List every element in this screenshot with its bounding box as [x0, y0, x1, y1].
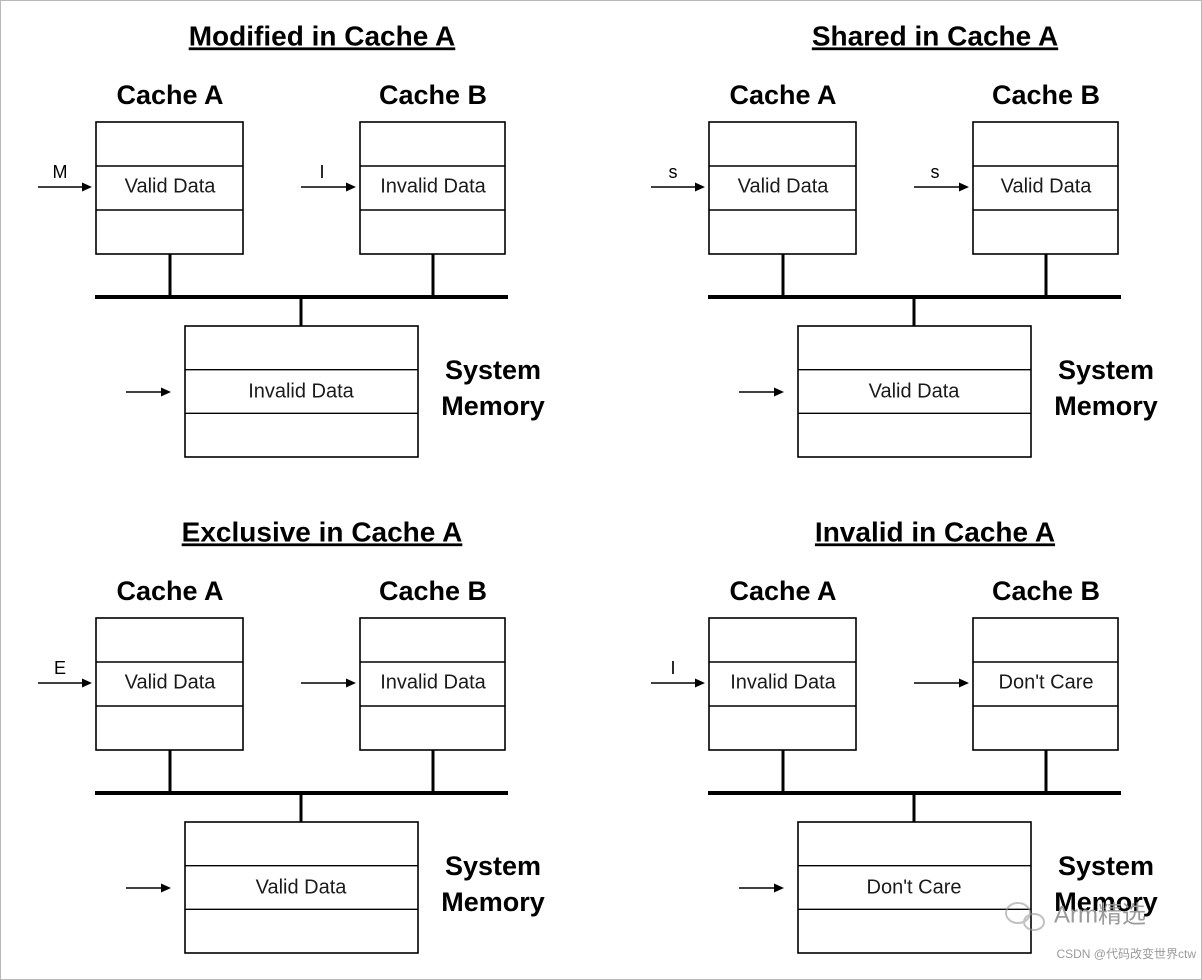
cache-b-box	[972, 617, 1119, 751]
arrow-head	[82, 182, 92, 192]
watermark-credit: CSDN @代码改变世界ctw	[1056, 946, 1196, 961]
memory-data: Valid Data	[256, 876, 348, 898]
cache-b-state: s	[931, 162, 940, 182]
cache-b-pointer-arrow	[301, 678, 356, 688]
panel-shared: Shared in Cache A Cache A Cache B Valid Dat…	[651, 20, 1158, 458]
cache-b-label: Cache B	[379, 80, 487, 110]
arrow-head	[774, 387, 784, 397]
cache-b-data: Invalid Data	[380, 671, 486, 693]
panel-invalid: Invalid in Cache A Cache A Cache B Invalid …	[651, 516, 1158, 954]
arrow-head	[959, 182, 969, 192]
arrow-head	[161, 883, 171, 893]
arrow-head	[774, 883, 784, 893]
memory-label-line2: Memory	[441, 391, 545, 421]
cache-b-pointer-arrow	[914, 182, 969, 192]
cache-b-state: I	[319, 162, 324, 182]
memory-label-line1: System	[445, 851, 541, 881]
system-memory-box	[184, 821, 419, 954]
cache-a-state: I	[670, 658, 675, 678]
cache-a-box	[95, 617, 244, 751]
memory-pointer-arrow	[739, 387, 784, 397]
panel-title: Invalid in Cache A	[815, 516, 1055, 547]
cache-a-data: Valid Data	[738, 175, 830, 197]
memory-pointer-arrow	[739, 883, 784, 893]
cache-a-box-outline	[95, 617, 244, 751]
cache-a-state: M	[53, 162, 68, 182]
memory-label-line2: Memory	[1054, 391, 1158, 421]
cache-a-pointer-arrow	[38, 182, 92, 192]
cache-a-pointer-arrow	[651, 678, 705, 688]
arrow-head	[695, 182, 705, 192]
watermark: Arm精选 CSDN @代码改变世界ctw	[1005, 901, 1196, 961]
watermark-brand: Arm精选	[1054, 901, 1146, 928]
memory-label-line1: System	[445, 355, 541, 385]
memory-pointer-arrow	[126, 883, 171, 893]
memory-data: Invalid Data	[248, 380, 354, 402]
cache-a-box-outline	[708, 121, 857, 255]
panel-exclusive: Exclusive in Cache A Cache A Cache B Valid …	[38, 516, 545, 954]
arrow-head	[959, 678, 969, 688]
wechat-logo-icon	[1005, 902, 1045, 931]
arrow-head	[82, 678, 92, 688]
cache-a-label: Cache A	[116, 80, 223, 110]
system-memory-box-outline	[797, 821, 1032, 954]
cache-a-label: Cache A	[116, 576, 223, 606]
cache-a-pointer-arrow	[38, 678, 92, 688]
cache-b-box	[359, 617, 506, 751]
cache-b-box-outline	[972, 617, 1119, 751]
cache-a-state: s	[669, 162, 678, 182]
arrow-head	[695, 678, 705, 688]
system-memory-box-outline	[797, 325, 1032, 458]
memory-label-line1: System	[1058, 355, 1154, 385]
panel-title: Modified in Cache A	[189, 20, 456, 51]
cache-b-data: Invalid Data	[380, 175, 486, 197]
cache-a-pointer-arrow	[651, 182, 705, 192]
cache-b-box-outline	[359, 121, 506, 255]
memory-label-line2: Memory	[441, 887, 545, 917]
system-memory-box-outline	[184, 821, 419, 954]
cache-b-data: Don't Care	[999, 671, 1094, 693]
cache-b-box	[359, 121, 506, 255]
wechat-bubble-small	[1023, 913, 1045, 931]
cache-b-label: Cache B	[379, 576, 487, 606]
cache-b-label: Cache B	[992, 576, 1100, 606]
memory-pointer-arrow	[126, 387, 171, 397]
arrow-head	[346, 678, 356, 688]
cache-b-data: Valid Data	[1001, 175, 1093, 197]
system-memory-box	[184, 325, 419, 458]
cache-a-label: Cache A	[729, 576, 836, 606]
cache-a-label: Cache A	[729, 80, 836, 110]
wechat-bubble-large	[1005, 902, 1031, 924]
cache-a-data: Valid Data	[125, 671, 217, 693]
system-memory-box	[797, 821, 1032, 954]
system-memory-box	[797, 325, 1032, 458]
cache-a-data: Invalid Data	[730, 671, 836, 693]
system-memory-box-outline	[184, 325, 419, 458]
cache-a-state: E	[54, 658, 66, 678]
cache-b-pointer-arrow	[914, 678, 969, 688]
memory-label-line1: System	[1058, 851, 1154, 881]
memory-data: Don't Care	[867, 876, 962, 898]
cache-b-pointer-arrow	[301, 182, 356, 192]
cache-b-label: Cache B	[992, 80, 1100, 110]
cache-b-box-outline	[359, 617, 506, 751]
panel-modified: Modified in Cache A Cache A Cache B Valid D…	[38, 20, 545, 458]
cache-a-data: Valid Data	[125, 175, 217, 197]
arrow-head	[161, 387, 171, 397]
arrow-head	[346, 182, 356, 192]
cache-a-box	[708, 121, 857, 255]
panel-title: Shared in Cache A	[812, 20, 1058, 51]
memory-label-line2: Memory	[1054, 887, 1158, 917]
panel-title: Exclusive in Cache A	[182, 516, 463, 547]
memory-data: Valid Data	[869, 380, 961, 402]
